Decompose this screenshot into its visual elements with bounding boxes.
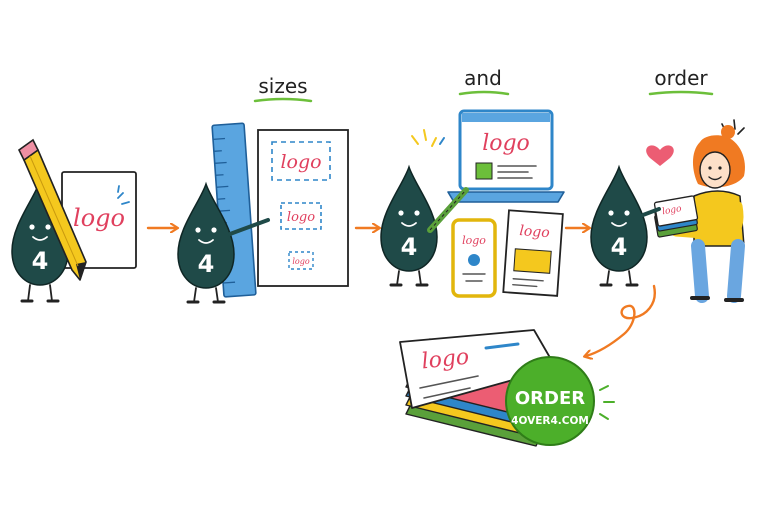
scene-formats: logo logo logo 4	[380, 109, 565, 298]
heading-sizes: sizes	[253, 74, 313, 103]
size-box-medium	[280, 202, 322, 230]
order-badge-line1: ORDER	[515, 388, 585, 409]
heading-and-underline	[458, 90, 510, 96]
stylus-icon	[427, 187, 469, 233]
laptop-icon: logo	[447, 109, 565, 203]
heading-order-underline	[648, 90, 714, 96]
heading-order: order	[648, 66, 714, 96]
heading-and-text: and	[464, 66, 502, 90]
flyer-logo-text: logo	[519, 223, 550, 241]
scene-sizes: logo logo logo 4	[177, 122, 349, 304]
phone-icon: logo	[451, 218, 497, 298]
heading-sizes-text: sizes	[258, 74, 307, 98]
mascot-3: 4	[380, 166, 438, 287]
order-badge-circle[interactable]	[505, 356, 595, 446]
sparkle-icon	[411, 129, 437, 147]
pencil-icon	[17, 138, 87, 281]
size-logo-small: logo	[292, 257, 309, 266]
mascot-1: 4	[11, 180, 69, 303]
heading-sizes-underline	[253, 97, 313, 103]
mascot-4: 4	[590, 166, 661, 287]
heading-and: and	[458, 66, 510, 96]
sparkle-icon	[599, 385, 615, 420]
stack-logo-text: logo	[420, 345, 470, 375]
sparkle-icon	[439, 137, 445, 145]
phone-logo-text: logo	[462, 234, 486, 247]
size-box-large	[271, 141, 331, 181]
held-business-cards: logo	[653, 195, 699, 238]
held-card-logo-text: logo	[661, 204, 682, 217]
order-badge-line2: 4OVER4.COM	[511, 415, 589, 427]
mascot-3-number: 4	[401, 233, 418, 261]
size-box-small	[288, 251, 314, 270]
size-sheet	[257, 129, 349, 287]
mascot-4-number: 4	[611, 233, 628, 261]
scene-order: logo 4	[590, 119, 746, 303]
size-logo-medium: logo	[287, 210, 315, 225]
sparkle-icon	[117, 185, 130, 205]
mascot-2: 4	[177, 183, 270, 304]
order-badge-button[interactable]: ORDER 4OVER4.COM	[505, 356, 595, 446]
mascot-2-number: 4	[198, 250, 215, 278]
flow-arrow-curly	[586, 284, 656, 356]
flyer-icon: logo	[502, 209, 564, 297]
size-logo-large: logo	[280, 151, 321, 173]
mascot-1-number: 4	[32, 247, 49, 275]
paper-logo-text: logo	[73, 204, 125, 232]
laptop-logo-text: logo	[482, 131, 530, 156]
heart-icon	[646, 145, 674, 166]
scene-design: logo 4	[11, 138, 137, 303]
heading-order-text: order	[654, 66, 708, 90]
